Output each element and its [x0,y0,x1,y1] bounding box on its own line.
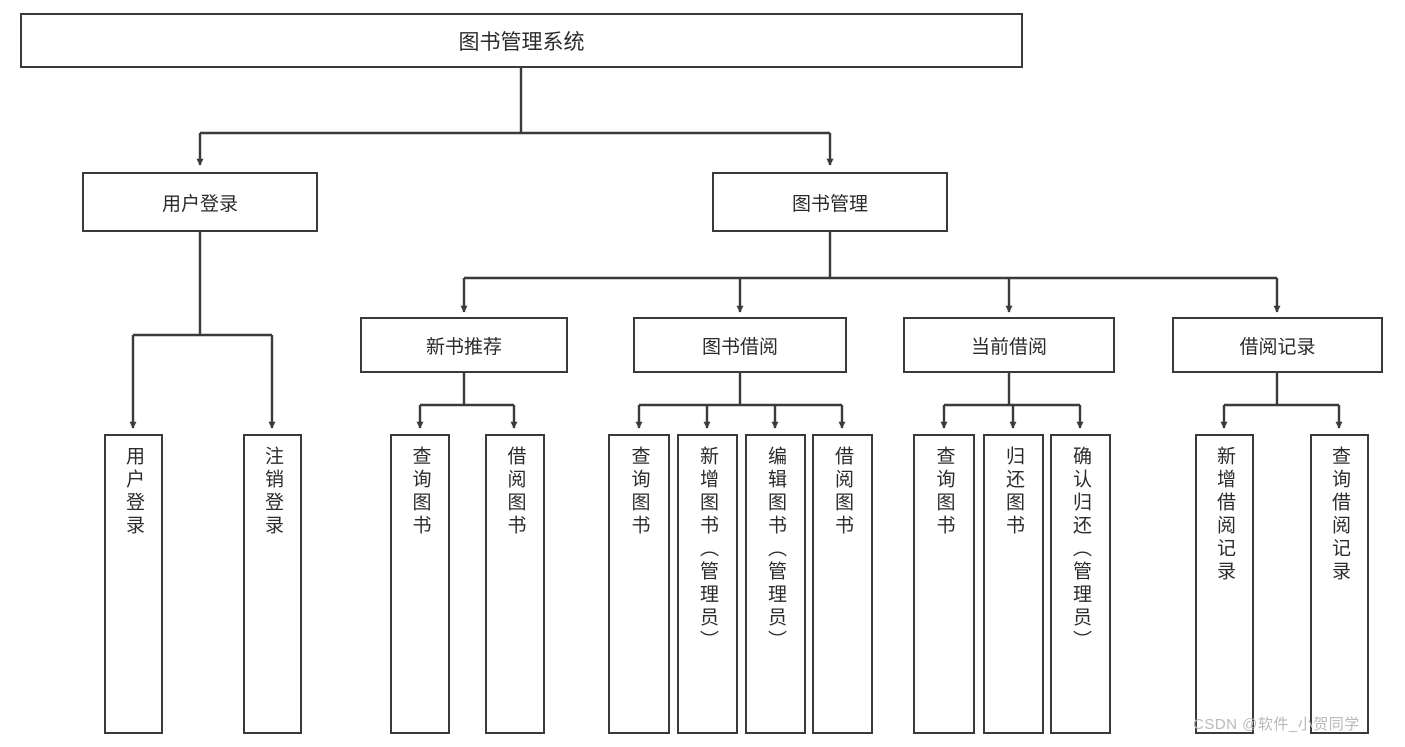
node-leaf-query-book-2[interactable]: 查询图书 [608,434,670,734]
node-leaf-borrow-book-1[interactable]: 借阅图书 [485,434,545,734]
node-leaf-query-borrow-record[interactable]: 查询借阅记录 [1310,434,1369,734]
leaf-user-login-label: 用户登录 [123,446,144,538]
leaf-logout-login-label: 注销登录 [262,446,283,538]
node-new-book-recommend-label: 新书推荐 [425,336,502,358]
node-book-borrow-label: 图书借阅 [701,336,778,358]
leaf-query-book-3-label: 查询图书 [933,446,955,538]
leaf-confirm-return-label: 确认归还（管理员） [1070,446,1091,653]
node-leaf-add-book[interactable]: 新增图书（管理员） [677,434,738,734]
node-leaf-query-book-1[interactable]: 查询图书 [390,434,450,734]
node-book-borrow[interactable]: 图书借阅 [633,317,847,373]
node-borrow-record-label: 借阅记录 [1239,336,1316,358]
node-leaf-edit-book[interactable]: 编辑图书（管理员） [745,434,806,734]
csdn-watermark: CSDN @软件_小贺同学 [1193,716,1360,733]
node-user-login[interactable]: 用户登录 [82,172,318,232]
node-leaf-logout-login[interactable]: 注销登录 [243,434,302,734]
node-leaf-borrow-book-2[interactable]: 借阅图书 [812,434,873,734]
node-leaf-user-login[interactable]: 用户登录 [104,434,163,734]
node-current-borrow-label: 当前借阅 [970,336,1047,358]
leaf-query-book-2-label: 查询图书 [628,446,650,538]
node-book-manage-label: 图书管理 [791,193,868,215]
node-root-label: 图书管理系统 [458,30,585,54]
node-leaf-add-borrow-record[interactable]: 新增借阅记录 [1195,434,1254,734]
leaf-query-borrow-record-label: 查询借阅记录 [1329,446,1350,584]
leaf-query-book-1-label: 查询图书 [409,446,431,538]
leaf-add-borrow-record-label: 新增借阅记录 [1214,446,1235,584]
node-current-borrow[interactable]: 当前借阅 [903,317,1115,373]
leaf-return-book-label: 归还图书 [1003,446,1024,538]
node-new-book-recommend[interactable]: 新书推荐 [360,317,568,373]
node-leaf-return-book[interactable]: 归还图书 [983,434,1044,734]
node-root[interactable]: 图书管理系统 [20,13,1023,68]
leaf-add-book-label: 新增图书（管理员） [697,446,718,653]
node-leaf-confirm-return[interactable]: 确认归还（管理员） [1050,434,1111,734]
leaf-borrow-book-2-label: 借阅图书 [832,446,853,538]
node-borrow-record[interactable]: 借阅记录 [1172,317,1383,373]
node-book-manage[interactable]: 图书管理 [712,172,948,232]
node-user-login-label: 用户登录 [161,193,238,215]
leaf-borrow-book-1-label: 借阅图书 [504,446,526,538]
node-leaf-query-book-3[interactable]: 查询图书 [913,434,975,734]
leaf-edit-book-label: 编辑图书（管理员） [765,446,786,653]
